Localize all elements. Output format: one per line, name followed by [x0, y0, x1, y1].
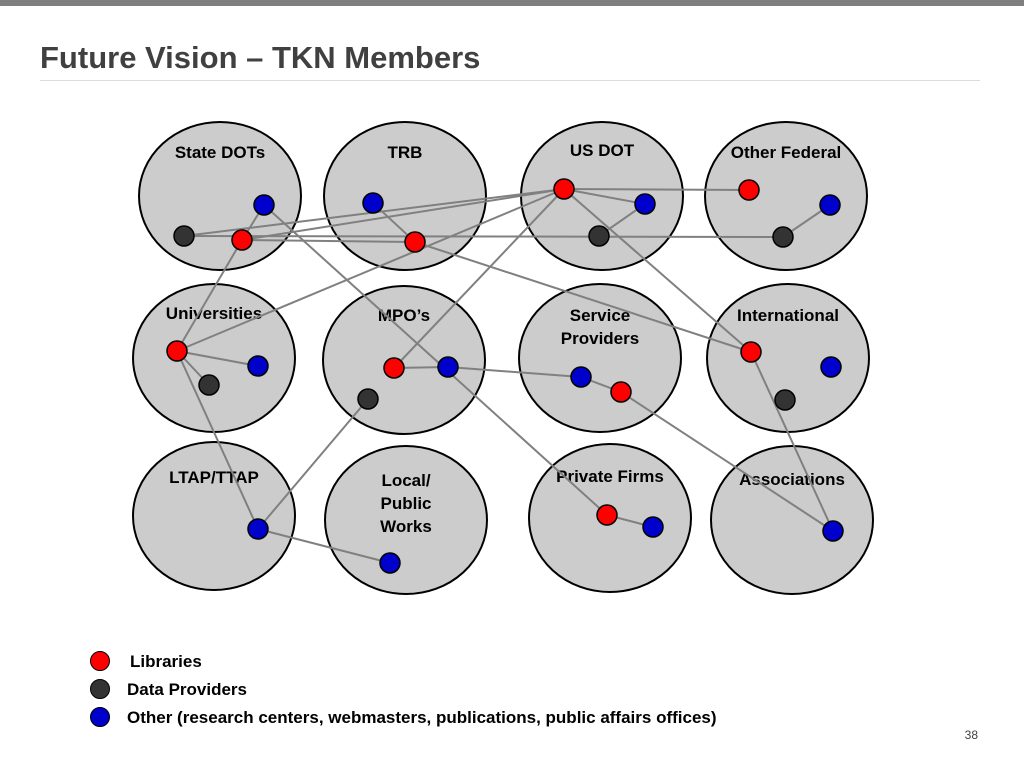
group-label: International — [737, 306, 839, 325]
connector-line — [263, 204, 608, 516]
connector-line — [257, 528, 391, 564]
red-dot-icon — [610, 381, 632, 403]
slide-title: Future Vision – TKN Members — [40, 40, 481, 75]
group-trb: TRB — [323, 121, 487, 271]
connector-line — [176, 350, 259, 367]
group-circle — [518, 283, 682, 433]
title-divider — [40, 80, 980, 81]
red-dot-icon — [738, 179, 760, 201]
group-state-dots: State DOTs — [138, 121, 302, 271]
page-number: 38 — [964, 728, 978, 742]
dark-dot-icon — [357, 388, 379, 410]
group-label: Local/ — [381, 471, 430, 490]
blue-dot-icon — [437, 356, 459, 378]
red-dot-icon — [740, 341, 762, 363]
red-dot-icon — [553, 178, 575, 200]
dark-dot-icon — [198, 374, 220, 396]
dark-dot-icon — [588, 225, 610, 247]
blue-dot-icon — [247, 518, 269, 540]
connector-line — [183, 235, 784, 238]
connector-line — [176, 188, 565, 352]
dark-dot-icon — [774, 389, 796, 411]
blue-dot-icon — [570, 366, 592, 388]
blue-dot-icon — [247, 355, 269, 377]
blue-dot-icon — [820, 356, 842, 378]
blue-dot-icon — [819, 194, 841, 216]
group-circle — [132, 441, 296, 591]
connector-line — [620, 391, 834, 532]
top-accent-bar — [0, 0, 1024, 6]
group-label: Service — [570, 306, 631, 325]
group-circle — [323, 121, 487, 271]
group-label: LTAP/TTAP — [169, 468, 259, 487]
red-dot-icon — [90, 651, 110, 671]
connector-line — [241, 188, 565, 241]
group-label: Associations — [739, 470, 845, 489]
connector-line — [563, 188, 750, 191]
red-dot-icon — [166, 340, 188, 362]
group-label: US DOT — [570, 141, 635, 160]
group-label: Other Federal — [731, 143, 842, 162]
group-associations: Associations — [710, 445, 874, 595]
group-circle — [704, 121, 868, 271]
group-label: Universities — [166, 304, 262, 323]
legend-label: Libraries — [130, 652, 202, 671]
connector-line — [393, 188, 565, 369]
red-dot-icon — [404, 231, 426, 253]
dark-dot-icon — [90, 679, 110, 699]
connector-line — [414, 241, 752, 353]
connector-line — [563, 188, 752, 353]
group-label: State DOTs — [175, 143, 265, 162]
group-label: Private Firms — [556, 467, 664, 486]
connector-line — [750, 351, 834, 532]
group-circle — [710, 445, 874, 595]
blue-dot-icon — [90, 707, 110, 727]
connector-line — [176, 239, 243, 352]
red-dot-icon — [231, 229, 253, 251]
blue-dot-icon — [822, 520, 844, 542]
red-dot-icon — [596, 504, 618, 526]
group-other-federal: Other Federal — [704, 121, 868, 271]
connector-line — [257, 398, 369, 530]
legend-label: Data Providers — [127, 680, 247, 699]
connector-line — [241, 239, 416, 243]
blue-dot-icon — [379, 552, 401, 574]
group-label: TRB — [388, 143, 423, 162]
connector-line — [447, 366, 582, 378]
dark-dot-icon — [772, 226, 794, 248]
group-label: Providers — [561, 329, 639, 348]
group-label: Public — [380, 494, 431, 513]
connector-line — [176, 350, 259, 530]
blue-dot-icon — [642, 516, 664, 538]
group-mpos: MPO’s — [322, 285, 486, 435]
legend-label: Other (research centers, webmasters, pub… — [127, 708, 717, 727]
dark-dot-icon — [173, 225, 195, 247]
group-ltap-ttap: LTAP/TTAP — [132, 441, 296, 591]
blue-dot-icon — [253, 194, 275, 216]
blue-dot-icon — [634, 193, 656, 215]
group-label: Works — [380, 517, 432, 536]
red-dot-icon — [383, 357, 405, 379]
blue-dot-icon — [362, 192, 384, 214]
connector-line — [563, 188, 646, 205]
